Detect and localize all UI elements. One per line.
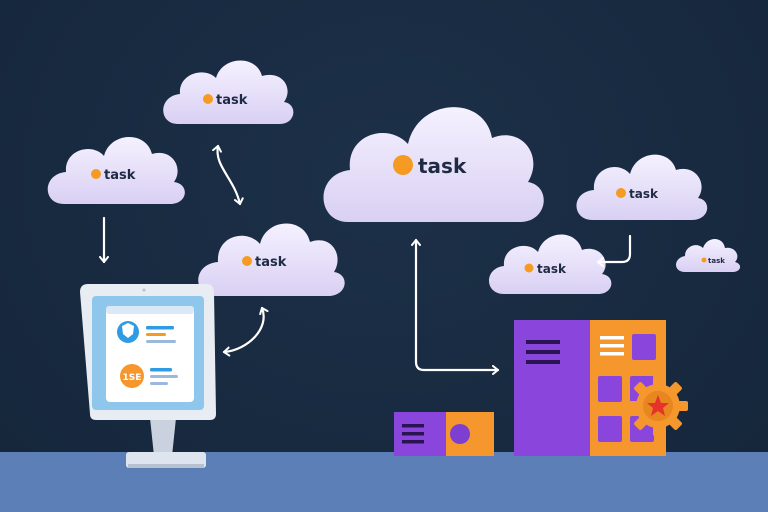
- arrow-return: [596, 234, 632, 267]
- task-dot-icon: [203, 94, 213, 104]
- cloud-label: task: [629, 187, 659, 201]
- screen-window-card: [106, 306, 194, 402]
- small-storage-box: [394, 412, 494, 456]
- camera-dot: [142, 288, 146, 292]
- arrow-elbow: [411, 238, 500, 375]
- cloud-task-3: task: [323, 107, 544, 222]
- cloud-task-2: task: [47, 136, 185, 204]
- cloud-task-5: task: [198, 223, 345, 296]
- cloud-label: task: [418, 154, 467, 178]
- cloud-label: task: [216, 93, 248, 108]
- screen-badge-label: 1SE: [123, 373, 142, 383]
- floor: [0, 452, 768, 512]
- task-dot-icon: [242, 256, 252, 266]
- computer-monitor: 1SE: [80, 284, 216, 468]
- cloud-label: task: [708, 257, 725, 265]
- cloud-task-1: task: [163, 60, 294, 124]
- cloud-label: task: [255, 255, 287, 270]
- cloud-label: task: [104, 168, 136, 183]
- cloud-label: task: [537, 262, 567, 276]
- task-dot-icon: [393, 155, 413, 175]
- cloud-task-7: task: [676, 239, 741, 272]
- task-dot-icon: [616, 188, 626, 198]
- task-dot-icon: [701, 257, 707, 263]
- screen-orange-badge: [120, 364, 144, 388]
- task-dot-icon: [524, 263, 534, 273]
- cloud-task-4: task: [576, 154, 708, 220]
- gear-star-icon: [628, 376, 688, 436]
- cloud-task-6: task: [489, 234, 612, 294]
- task-dot-icon: [91, 169, 101, 179]
- arrow-bidirectional-2: [222, 306, 269, 357]
- arrow-bidirectional-1: [212, 144, 244, 206]
